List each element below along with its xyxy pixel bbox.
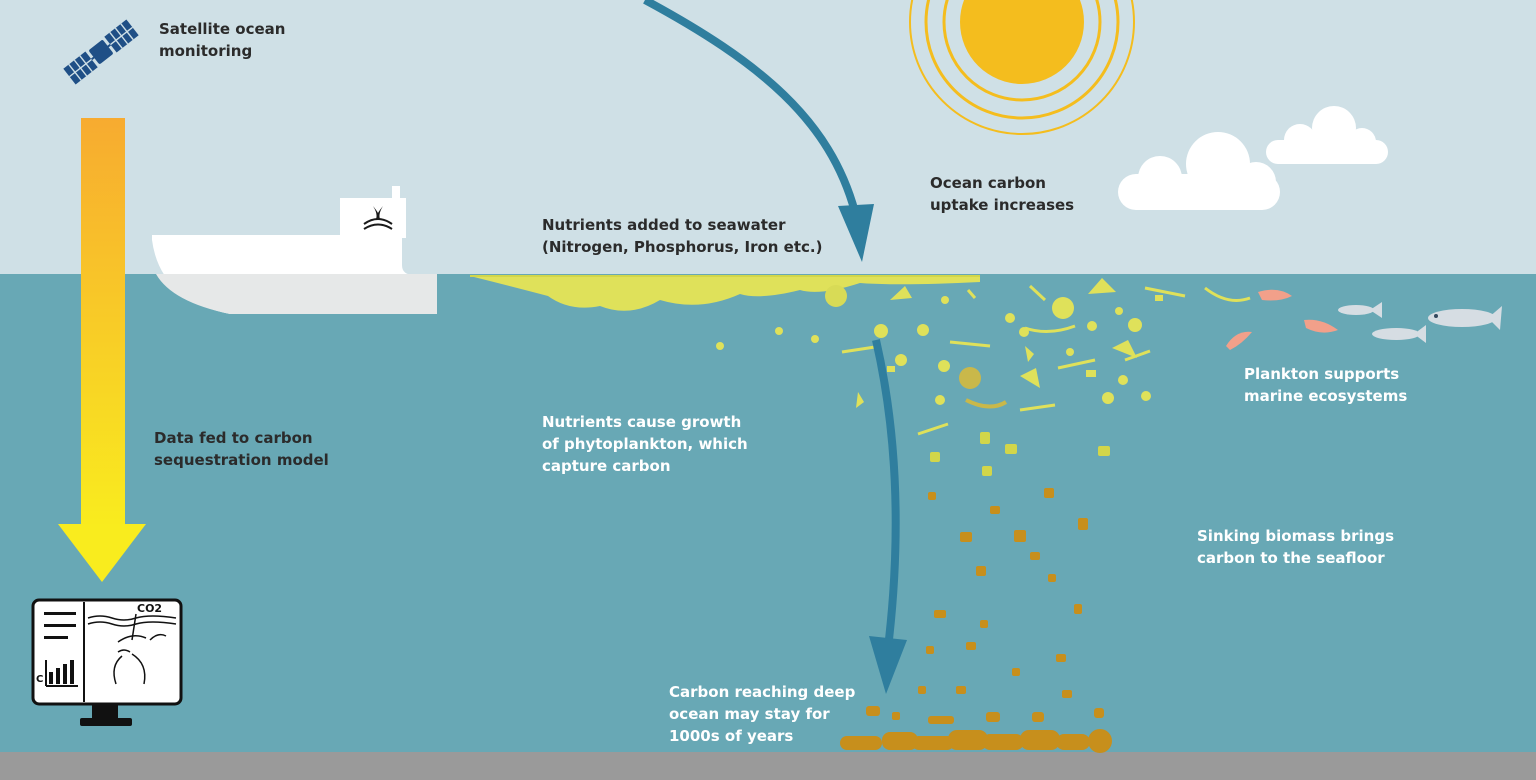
deep-ocean-label-line: ocean may stay for: [669, 705, 830, 723]
cloud-icon: [1118, 132, 1280, 210]
fish-icon: [1338, 302, 1382, 318]
carbon-uptake-arrow: [643, 0, 874, 262]
deep-ocean-label-line: Carbon reaching deep: [669, 683, 856, 701]
sinking-biomass: [840, 432, 1112, 753]
monitor-axis-label: C: [36, 674, 43, 685]
sinking-biomass-label-line: Sinking biomass brings: [1197, 527, 1395, 545]
nutrients-growth-label: Nutrients cause growth of phytoplankton,…: [542, 411, 748, 477]
data-flow-arrow: [58, 118, 146, 582]
ocean: [0, 274, 1536, 756]
sinking-biomass-label: Sinking biomass brings carbon to the sea…: [1197, 525, 1394, 569]
seafloor: [0, 752, 1536, 780]
deep-ocean-label-line: 1000s of years: [669, 727, 794, 745]
nutrients-growth-label-line: of phytoplankton, which: [542, 435, 748, 453]
satellite-label-line: monitoring: [159, 42, 253, 60]
plankton-supports-label: Plankton supports marine ecosystems: [1244, 363, 1407, 407]
fish-icon: [1372, 325, 1426, 343]
carbon-uptake-label-line: uptake increases: [930, 196, 1075, 214]
nutrient-bloom: [470, 275, 980, 350]
nutrients-added-label: Nutrients added to seawater (Nitrogen, P…: [542, 214, 822, 258]
data-fed-label-line: Data fed to carbon: [154, 429, 313, 447]
monitor-co2-label: CO2: [137, 602, 162, 615]
deep-ocean-label: Carbon reaching deep ocean may stay for …: [669, 681, 855, 747]
satellite-icon: [63, 19, 139, 85]
satellite-label-line: Satellite ocean: [159, 20, 286, 38]
carbon-uptake-label: Ocean carbon uptake increases: [930, 172, 1074, 216]
fish-icon: [1428, 306, 1502, 330]
computer-monitor-icon: CO2 C: [31, 598, 183, 726]
nutrients-added-label-line: Nutrients added to seawater: [542, 216, 786, 234]
data-fed-label-line: sequestration model: [154, 451, 329, 469]
carbon-uptake-label-line: Ocean carbon: [930, 174, 1046, 192]
shrimp-icon: [1226, 289, 1338, 350]
satellite-label: Satellite ocean monitoring: [159, 18, 285, 62]
plankton-supports-label-line: marine ecosystems: [1244, 387, 1408, 405]
sinking-arrow: [869, 339, 907, 694]
phytoplankton-cluster: [775, 278, 1251, 436]
sky: [0, 0, 1536, 276]
nutrients-growth-label-line: Nutrients cause growth: [542, 413, 742, 431]
plankton-supports-label-line: Plankton supports: [1244, 365, 1400, 383]
whale-tail-icon: [363, 206, 393, 230]
cloud-icon: [1266, 106, 1388, 164]
ship-icon: [152, 186, 437, 314]
sun-icon: [909, 0, 1135, 135]
nutrients-added-label-line: (Nitrogen, Phosphorus, Iron etc.): [542, 238, 823, 256]
sinking-biomass-label-line: carbon to the seafloor: [1197, 549, 1385, 567]
data-fed-label: Data fed to carbon sequestration model: [154, 427, 329, 471]
nutrients-growth-label-line: capture carbon: [542, 457, 671, 475]
